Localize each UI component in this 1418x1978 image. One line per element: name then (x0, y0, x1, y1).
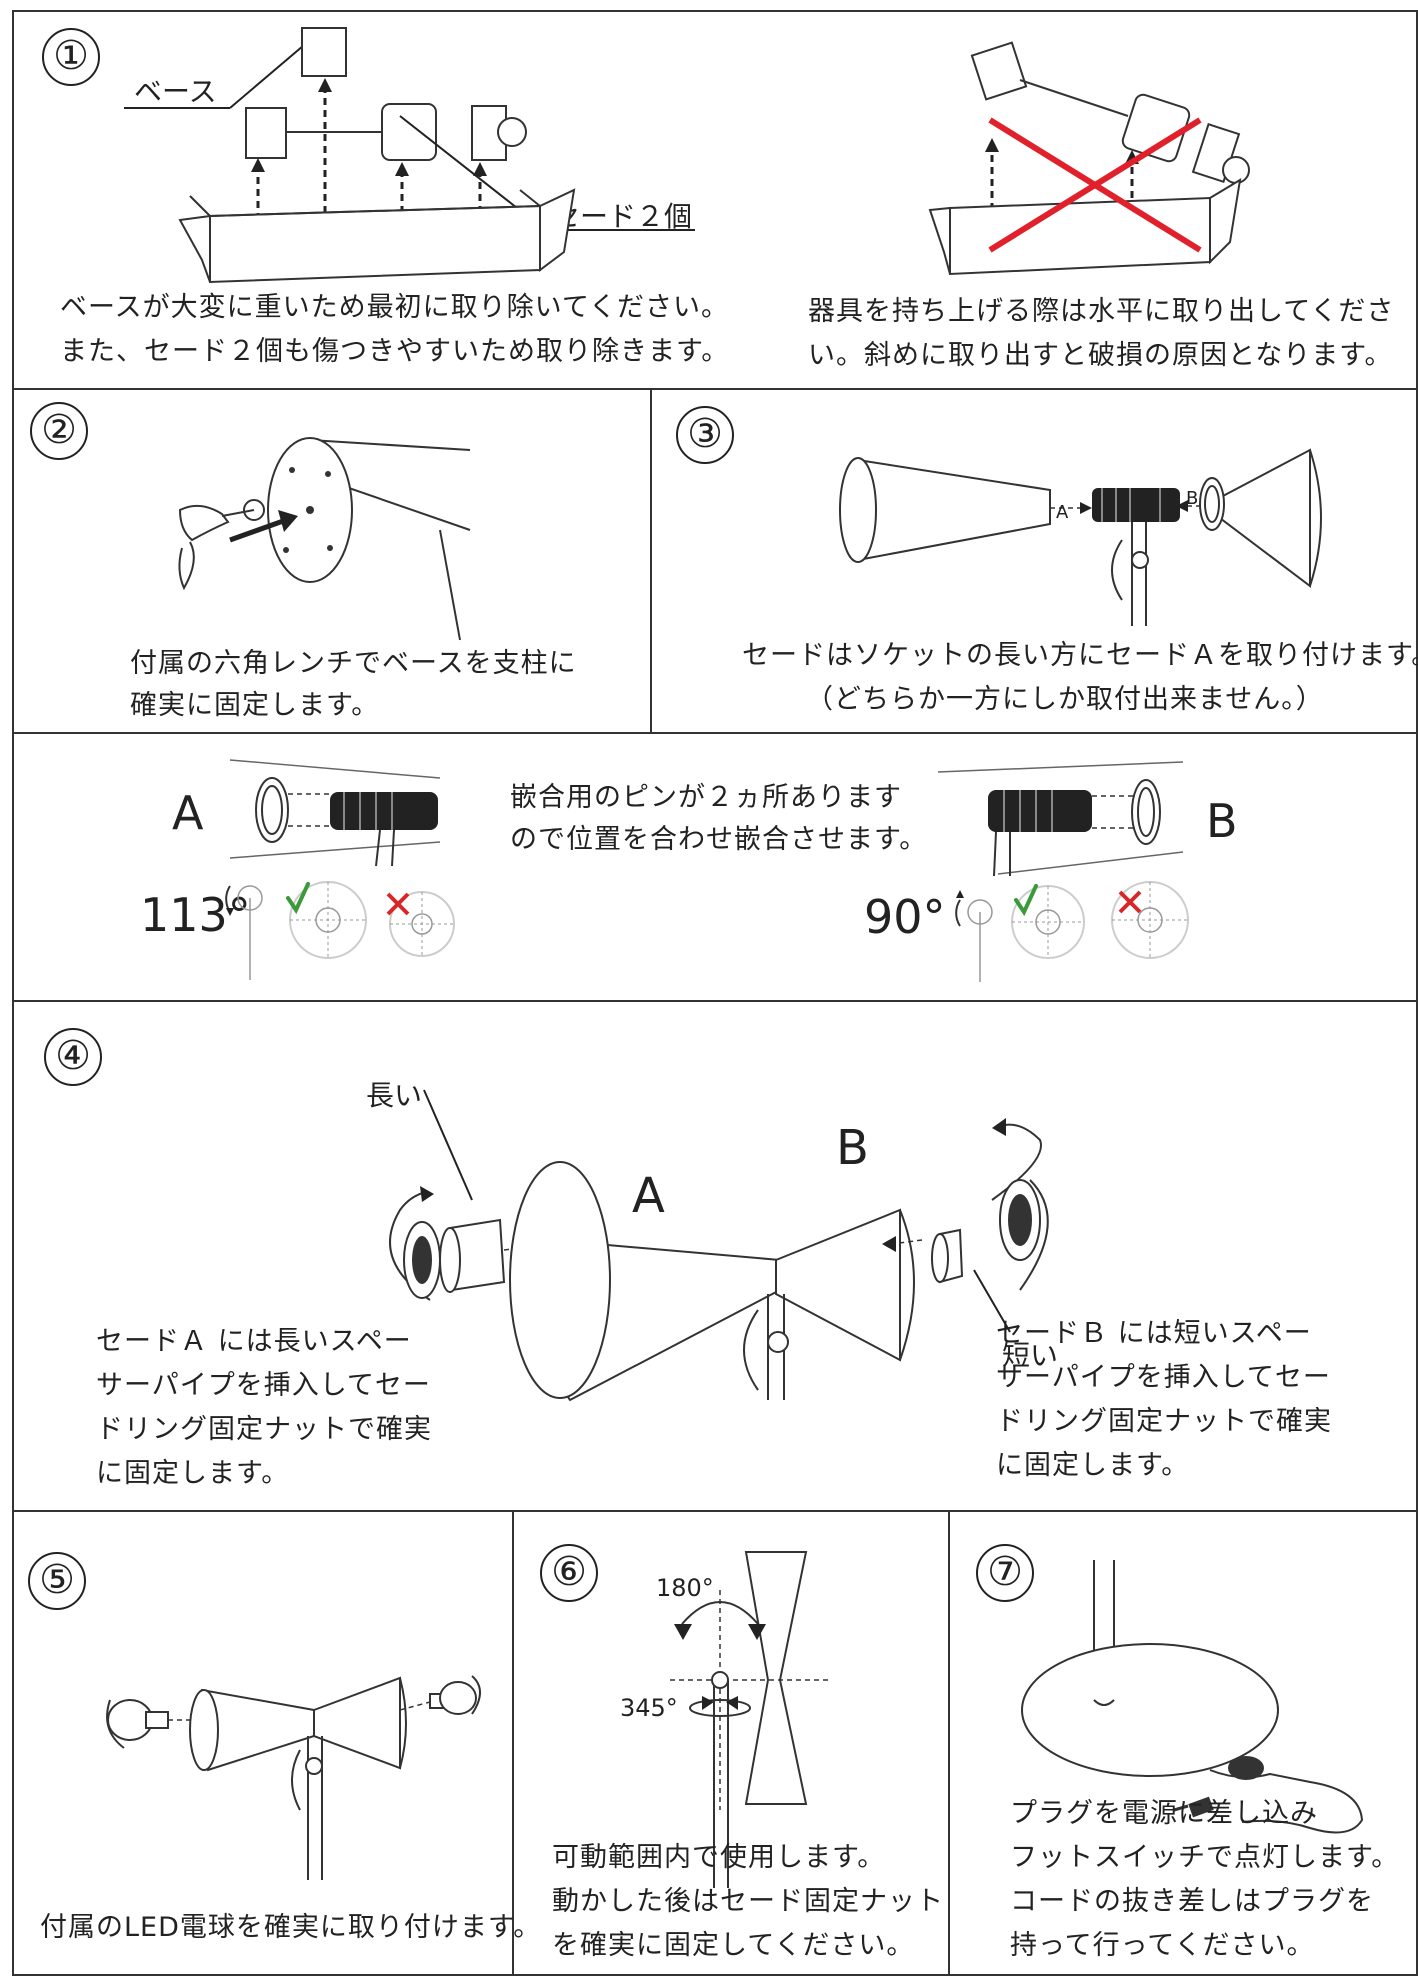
step4-left-caption-line: サーパイプを挿入してセー (96, 1370, 431, 1401)
shade-a-angle-illustration (225, 881, 455, 980)
step-number: ① (42, 28, 100, 86)
cross-icon (386, 892, 410, 916)
shade-b-letter: B (1206, 794, 1238, 848)
step3-caption-line: セードはソケットの長い方にセードＡを取り付けます。 (742, 640, 1418, 671)
step2-caption-line: 確実に固定します。 (130, 690, 380, 721)
step4-right-caption-line: ドリング固定ナットで確実 (996, 1406, 1332, 1437)
step6-caption-line: 動かした後はセード固定ナット (552, 1886, 944, 1917)
step7-caption-line: 持って行ってください。 (1010, 1930, 1315, 1961)
check-icon (1014, 884, 1038, 917)
angle-b: 90° (864, 890, 946, 944)
divider (12, 388, 1418, 390)
step4-right-caption-line: セードＢ には短いスペー (996, 1318, 1312, 1349)
shade-a-pin-illustration (229, 759, 441, 867)
step1-warning-line: い。斜めに取り出すと破損の原因となります。 (808, 340, 1393, 371)
step5-caption-line: 付属のLED電球を確実に取り付けます。 (40, 1912, 542, 1943)
shades-label: セード２個 (552, 200, 693, 233)
page-frame (12, 10, 1418, 1976)
angle-a: 113° (140, 888, 251, 942)
pin-note-line: ので位置を合わせ嵌合させます。 (510, 824, 928, 855)
divider (12, 1510, 1418, 1512)
shade-b-angle-illustration (955, 881, 1189, 982)
step2-caption-line: 付属の六角レンチでベースを支柱に (130, 648, 577, 679)
shade-b-body-letter: B (836, 1120, 869, 1176)
step-number: ⑦ (976, 1544, 1034, 1602)
shade-b-pin-illustration (937, 761, 1184, 877)
divider (12, 1000, 1418, 1002)
base-fixing-illustration (178, 437, 471, 641)
step4-right-caption-line: サーパイプを挿入してセー (996, 1362, 1331, 1393)
step-number: ⑥ (540, 1544, 598, 1602)
step6-caption-line: 可動範囲内で使用します。 (552, 1842, 886, 1873)
step1-caption-line: ベースが大変に重いため最初に取り除いてください。 (60, 292, 730, 323)
step-number: ④ (44, 1028, 102, 1086)
incorrect-lifting-illustration (928, 41, 1250, 276)
foot-switch-illustration (1021, 1560, 1364, 1834)
divider (12, 732, 1418, 734)
shade-socket-illustration (839, 448, 1322, 626)
socket-label-a: A (1056, 502, 1069, 523)
step1-caption-line: また、セード２個も傷つきやすいため取り除きます。 (60, 336, 730, 367)
divider (512, 1510, 514, 1976)
pin-note-line: 嵌合用のピンが２ヵ所あります (510, 782, 902, 813)
step-number: ② (30, 402, 88, 460)
step4-left-caption-line: セードＡ には長いスペー (96, 1326, 412, 1357)
movement-range-illustration (670, 1551, 830, 1888)
step3-caption-line: （どちらか一方にしか取付出来ません。） (806, 684, 1324, 715)
divider (948, 1510, 950, 1976)
angle-180: 180° (656, 1574, 714, 1602)
step4-left-caption-line: ドリング固定ナットで確実 (96, 1414, 432, 1445)
shade-a-body-letter: A (632, 1168, 665, 1224)
step6-caption-line: を確実に固定してください。 (552, 1930, 915, 1961)
unboxing-illustration (124, 27, 695, 284)
step1-warning-line: 器具を持ち上げる際は水平に取り出してくださ (808, 296, 1395, 327)
step7-caption-line: プラグを電源に差し込み (1010, 1798, 1318, 1829)
short-spacer-label: 短い (1002, 1339, 1059, 1372)
check-icon (286, 882, 310, 915)
long-spacer-label: 長い (366, 1079, 423, 1112)
shade-spacer-illustration (389, 1089, 1049, 1402)
step7-caption-line: コードの抜き差しはプラグを (1010, 1886, 1374, 1917)
divider (650, 388, 652, 732)
step4-right-caption-line: に固定します。 (996, 1450, 1190, 1481)
step-number: ③ (676, 406, 734, 464)
step-number: ⑤ (28, 1552, 86, 1610)
shade-a-letter: A (172, 786, 204, 840)
base-label: ベース (134, 75, 217, 108)
step7-caption-line: フットスイッチで点灯します。 (1010, 1842, 1400, 1873)
socket-label-b: B (1186, 488, 1199, 509)
angle-345: 345° (620, 1694, 678, 1722)
cross-icon (1118, 890, 1142, 914)
led-bulb-illustration (106, 1675, 481, 1880)
step4-left-caption-line: に固定します。 (96, 1458, 290, 1489)
